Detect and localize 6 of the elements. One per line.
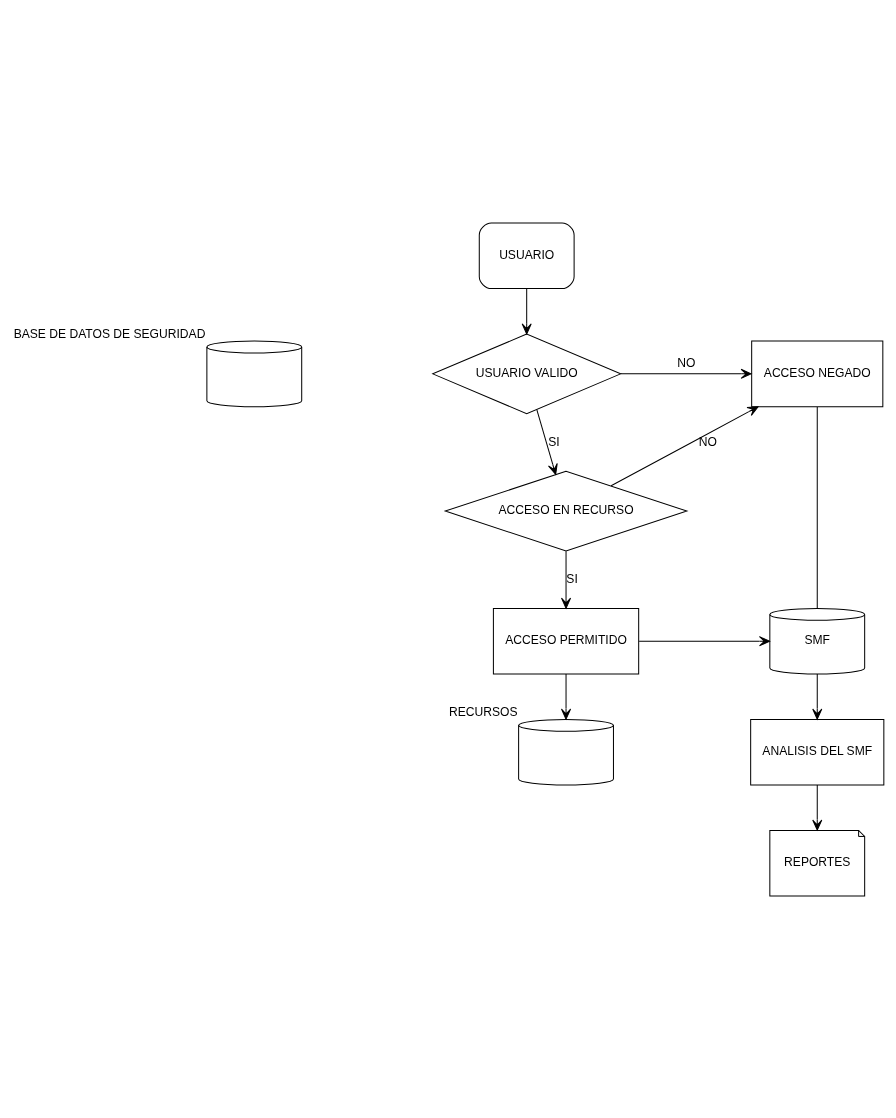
edge-label: NO [698, 434, 717, 449]
node-label: RECURSOS [449, 704, 518, 719]
edge-label: NO [677, 355, 696, 370]
edge-label: SI [548, 434, 560, 449]
node-label: BASE DE DATOS DE SEGURIDAD [13, 326, 206, 341]
edge-label: SI [566, 571, 578, 586]
